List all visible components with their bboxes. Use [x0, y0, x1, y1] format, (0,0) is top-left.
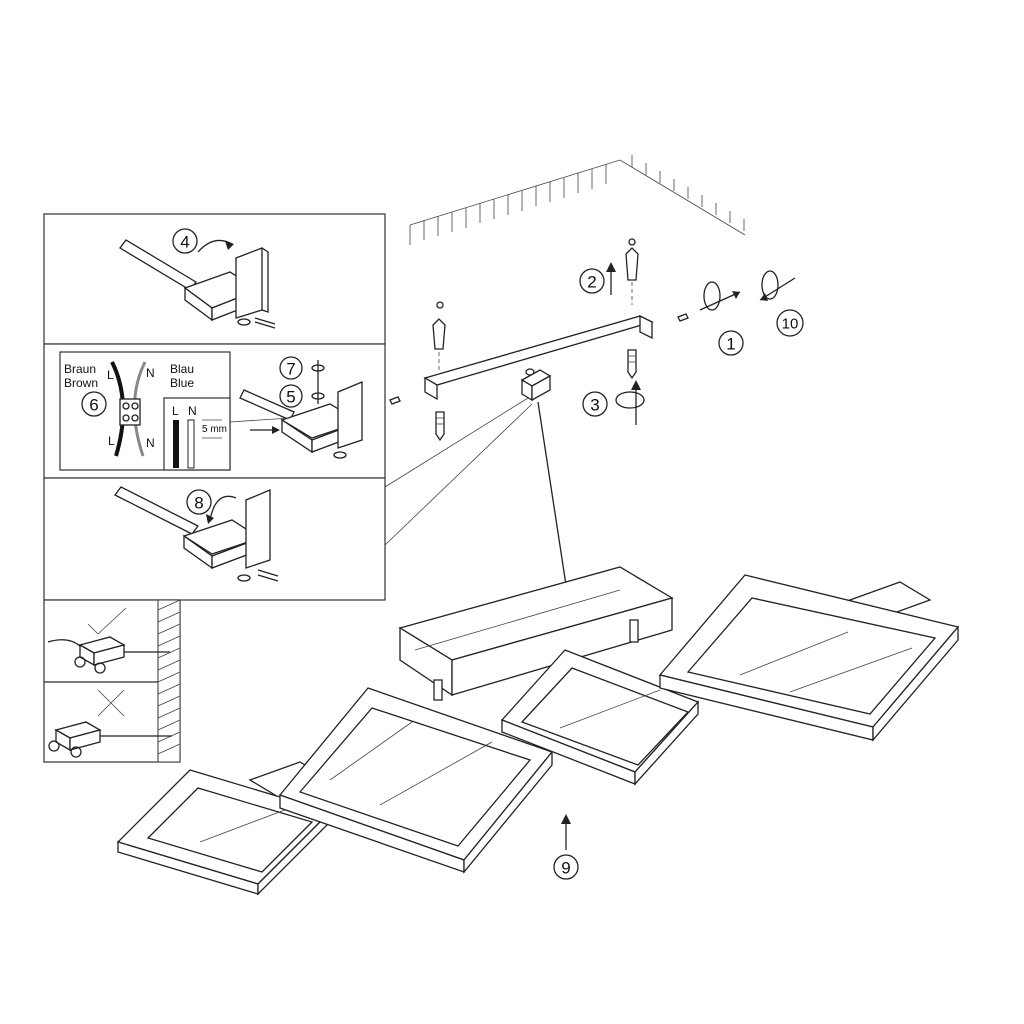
step-3-badge: 3 — [582, 391, 608, 417]
svg-text:2: 2 — [587, 273, 596, 292]
svg-text:5 mm: 5 mm — [202, 424, 227, 435]
step8-illustration — [114, 486, 279, 582]
svg-text:8: 8 — [194, 494, 203, 513]
svg-text:5: 5 — [286, 388, 295, 407]
screwdriver-rotate-icon — [311, 360, 325, 404]
svg-text:Blau: Blau — [170, 362, 194, 376]
rotate-arrow-icon-step1 — [699, 281, 741, 311]
svg-text:1: 1 — [726, 335, 735, 354]
step-6-badge: 6 — [81, 391, 107, 417]
step-4-badge: 4 — [172, 228, 198, 254]
svg-text:L: L — [172, 404, 179, 418]
step4-rotate-arrow-icon — [197, 239, 234, 253]
correct-connector-illustration — [47, 636, 170, 674]
screw-left — [435, 411, 445, 442]
terminal-block-icon — [119, 398, 141, 426]
small-screw-icon — [389, 313, 689, 405]
wiring-labels: Braun Brown L N Blau Blue L N — [64, 362, 194, 450]
screw-right — [627, 349, 637, 380]
svg-text:Blue: Blue — [170, 376, 194, 390]
svg-text:N: N — [146, 366, 155, 380]
light-panel-left — [278, 687, 554, 874]
suspension-cable — [537, 401, 567, 586]
svg-text:N: N — [146, 436, 155, 450]
svg-text:9: 9 — [561, 859, 570, 878]
step-7-badge: 7 — [279, 356, 303, 380]
step-10-badge: 10 — [776, 309, 804, 337]
light-panel-right — [658, 574, 960, 742]
svg-text:L: L — [107, 368, 114, 382]
light-panel-center — [500, 649, 700, 786]
canopy — [398, 566, 674, 701]
wall-hatch — [157, 599, 181, 763]
step-1-badge: 1 — [718, 330, 744, 356]
up-arrow-icon-step2 — [606, 262, 616, 295]
strip-length-detail: L N 5 mm — [163, 397, 231, 471]
rotate-arrow-icon-step10 — [759, 270, 796, 301]
wall-plug-right — [625, 238, 639, 305]
svg-text:L: L — [108, 434, 115, 448]
step8-rotate-arrow-icon — [206, 495, 237, 524]
step5-illustration — [229, 381, 363, 459]
callout-lines — [384, 397, 533, 546]
svg-text:N: N — [188, 404, 197, 418]
light-panel-far-left — [116, 769, 332, 896]
svg-text:Brown: Brown — [64, 376, 98, 390]
wrong-connector-illustration — [48, 721, 172, 758]
step4-illustration — [119, 239, 276, 329]
svg-text:Braun: Braun — [64, 362, 96, 376]
up-arrow-icon-step9 — [561, 814, 571, 850]
svg-text:10: 10 — [782, 316, 799, 333]
svg-text:7: 7 — [286, 360, 295, 379]
rotate-arrow-icon-step3 — [615, 380, 645, 425]
cross-mark-icon — [97, 689, 125, 717]
check-mark-icon — [87, 607, 127, 635]
step-2-badge: 2 — [579, 268, 605, 294]
step-8-badge: 8 — [186, 489, 212, 515]
connector-block — [520, 368, 552, 402]
svg-text:4: 4 — [180, 233, 189, 252]
ceiling-hatch — [409, 155, 746, 245]
svg-text:6: 6 — [89, 396, 98, 415]
step-9-badge: 9 — [553, 854, 579, 880]
mounting-bracket — [423, 314, 654, 401]
svg-text:3: 3 — [590, 396, 599, 415]
step-5-badge: 5 — [279, 384, 303, 408]
wall-plug-left — [432, 301, 446, 370]
